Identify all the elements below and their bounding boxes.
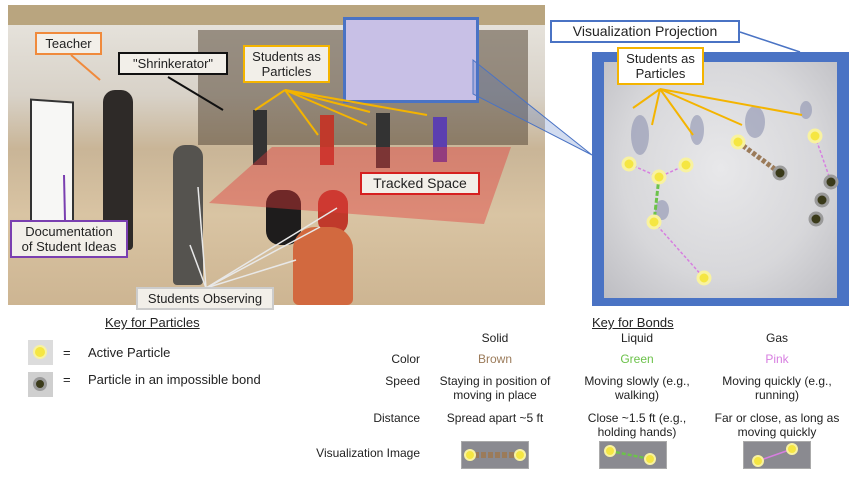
column-header-gas: Gas bbox=[765, 331, 788, 345]
students-observing-label: Students Observing bbox=[136, 287, 274, 310]
student-figure bbox=[293, 227, 353, 305]
equals-sign: = bbox=[63, 372, 71, 387]
gas-bond bbox=[653, 221, 705, 279]
teacher-label: Teacher bbox=[35, 32, 102, 55]
row-label-color: Color bbox=[391, 352, 420, 366]
teacher-pointer bbox=[70, 54, 101, 81]
students-as-particles-label: Students as Particles bbox=[243, 45, 330, 83]
solid-color: Brown bbox=[477, 352, 512, 366]
students-as-particles-label-right: Students as Particles bbox=[617, 47, 704, 85]
student-figure bbox=[253, 110, 267, 165]
student-figure bbox=[433, 117, 447, 162]
column-header-solid: Solid bbox=[481, 331, 509, 345]
gas-distance: Far or close, as long as moving quickly bbox=[714, 411, 840, 439]
projection-connector bbox=[472, 58, 593, 156]
student-figure bbox=[173, 145, 203, 285]
active-particles bbox=[621, 128, 823, 286]
key-particles-title: Key for Particles bbox=[105, 315, 200, 330]
key-bonds-title: Key for Bonds bbox=[592, 315, 674, 330]
active-particle-icon bbox=[28, 340, 53, 365]
solid-distance: Spread apart ~5 ft bbox=[446, 411, 544, 425]
impossible-bond-particles bbox=[772, 165, 839, 227]
column-header-liquid: Liquid bbox=[620, 331, 654, 345]
solid-bond-image bbox=[461, 441, 529, 469]
tracked-space-label: Tracked Space bbox=[360, 172, 480, 195]
liquid-bond-image bbox=[599, 441, 667, 469]
gas-bond bbox=[814, 135, 832, 183]
liquid-color: Green bbox=[620, 352, 654, 366]
gas-color: Pink bbox=[765, 352, 789, 366]
row-label-speed: Speed bbox=[385, 374, 420, 388]
student-figure bbox=[376, 113, 390, 168]
impossible-bond-particle-icon bbox=[28, 372, 53, 397]
active-particle-label: Active Particle bbox=[88, 345, 171, 360]
liquid-distance: Close ~1.5 ft (e.g., holding hands) bbox=[587, 411, 687, 439]
projection-screen bbox=[343, 17, 479, 103]
impossible-bond-label: Particle in an impossible bond bbox=[88, 372, 261, 387]
solid-speed: Staying in position of moving in place bbox=[439, 374, 551, 402]
observing-arrows bbox=[189, 186, 338, 289]
visualization-projection-label: Visualization Projection bbox=[550, 20, 740, 43]
row-label-distance: Distance bbox=[373, 411, 420, 425]
projection-label-connector bbox=[739, 31, 801, 53]
student-figure bbox=[320, 115, 334, 165]
solid-bond bbox=[736, 139, 782, 176]
liquid-speed: Moving slowly (e.g., walking) bbox=[584, 374, 690, 402]
equals-sign: = bbox=[63, 345, 71, 360]
shrinkerator-arrow bbox=[167, 76, 224, 111]
visualization-overlay bbox=[621, 88, 839, 286]
gas-bond-image bbox=[743, 441, 811, 469]
particles-arrows-right bbox=[632, 88, 803, 136]
gas-speed: Moving quickly (e.g., running) bbox=[722, 374, 832, 402]
liquid-bond bbox=[652, 176, 661, 223]
row-label-visualization-image: Visualization Image bbox=[316, 446, 420, 460]
student-silhouettes bbox=[631, 101, 812, 220]
student-figure bbox=[266, 190, 301, 245]
documentation-label: Documentation of Student Ideas bbox=[10, 220, 128, 258]
shrinkerator-label: "Shrinkerator" bbox=[118, 52, 228, 75]
particles-arrows-left bbox=[254, 89, 428, 136]
documentation-arrow bbox=[63, 174, 66, 221]
